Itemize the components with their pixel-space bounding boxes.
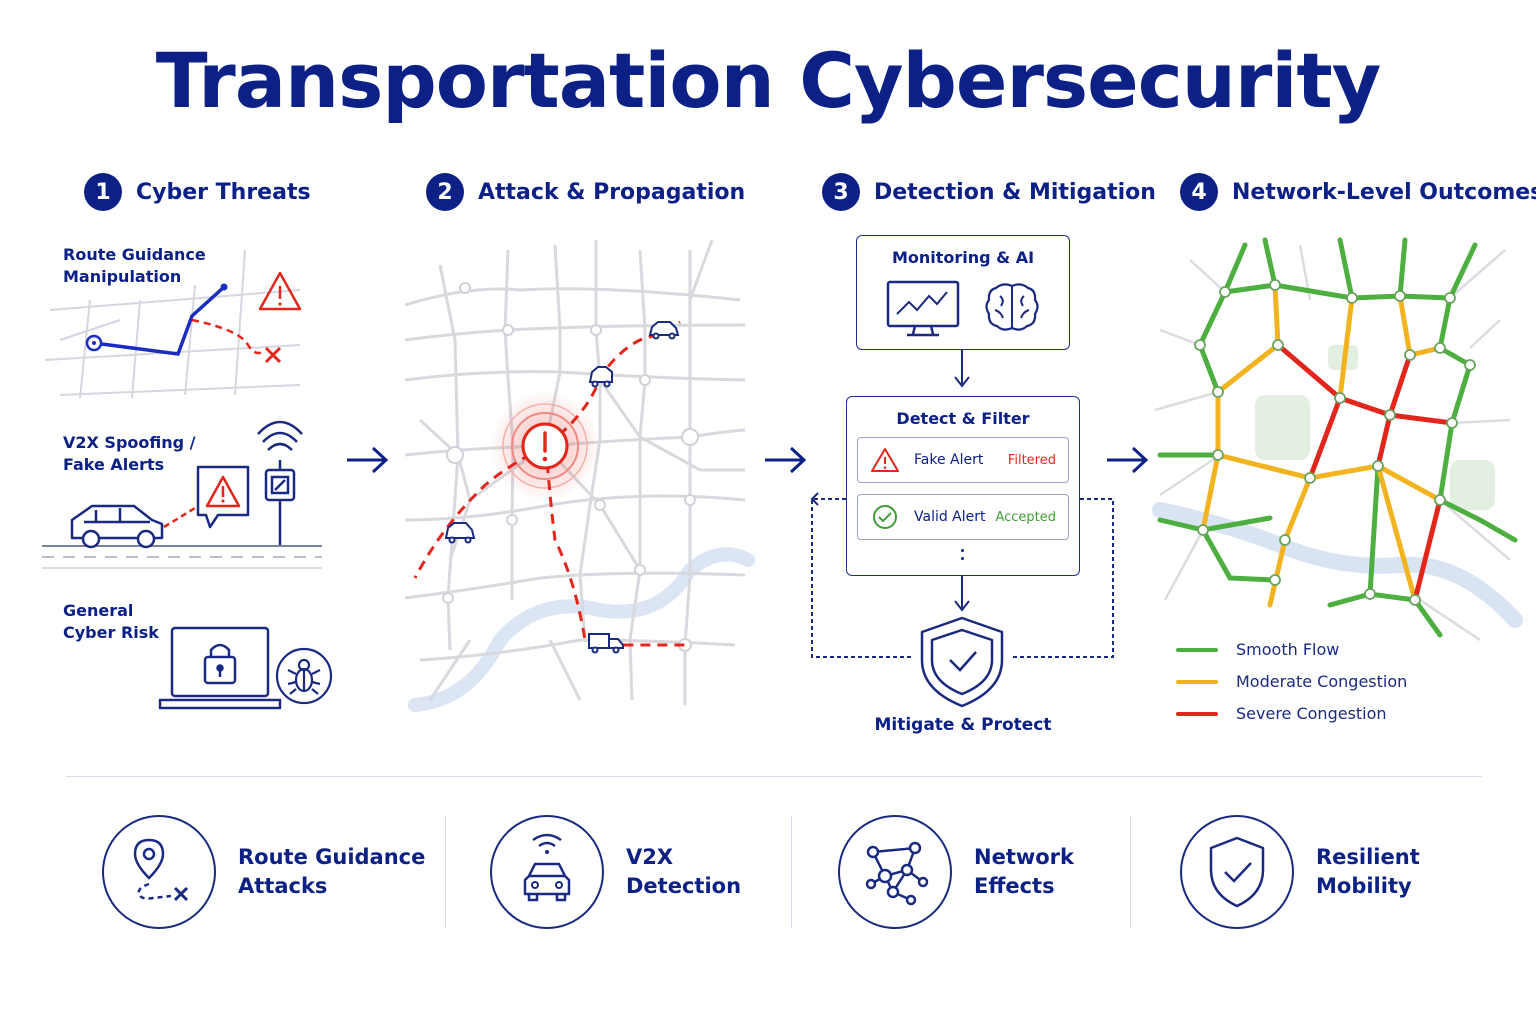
label-line: Route Guidance (63, 245, 206, 264)
flow-arrow-icon (347, 446, 389, 474)
bottom-icon-circle (1180, 815, 1294, 929)
severe-congestion-roads (1275, 342, 1455, 603)
route-map-illustration (44, 249, 301, 399)
traffic-network-illustration (1152, 237, 1523, 642)
legend-severe-congestion: Severe Congestion (1176, 704, 1387, 723)
section-label: Network-Level Outcomes (1232, 179, 1536, 205)
vehicle-icon (648, 321, 680, 340)
connected-car-icon (523, 833, 571, 902)
section-header-detection-mitigation: 3 Detection & Mitigation (822, 172, 1156, 212)
vertical-divider (791, 816, 792, 928)
bottom-icon-circle (490, 815, 604, 929)
label-line: V2X Spoofing / (63, 433, 196, 452)
bottom-label: Network Effects (974, 845, 1075, 898)
fake-alert-bubble-icon (196, 465, 250, 529)
bottom-label: Resilient Mobility (1316, 845, 1420, 898)
monitoring-ai-label: Monitoring & AI (891, 248, 1035, 267)
normal-route-line (93, 285, 226, 356)
label-line: Fake Alerts (63, 455, 165, 474)
section-header-network-outcomes: 4 Network-Level Outcomes (1180, 172, 1536, 212)
label-line: Manipulation (63, 267, 182, 286)
mitigate-protect-label: Mitigate & Protect (874, 715, 1052, 735)
fake-alert-label: Fake Alert (914, 452, 984, 468)
legend-label: Severe Congestion (1236, 704, 1387, 723)
vertical-divider (445, 816, 446, 928)
v2x-spoofing-label: V2X Spoofing / Fake Alerts (63, 432, 196, 476)
vehicle-icon (444, 522, 476, 544)
shield-check-icon (920, 616, 1004, 708)
legend-swatch (1176, 647, 1218, 652)
label-line: Cyber Risk (63, 623, 159, 642)
illustration-layer (42, 237, 1523, 712)
detection-flow-lines (810, 350, 1114, 658)
general-cyber-risk-label: General Cyber Risk (63, 600, 159, 644)
warning-triangle-icon (258, 271, 302, 311)
valid-alert-label: Valid Alert (914, 509, 986, 525)
bug-icon (275, 647, 333, 705)
spoofed-signal-line (163, 503, 201, 529)
network-graph-icon (865, 841, 929, 906)
legend-label: Moderate Congestion (1236, 672, 1408, 691)
section-label: Detection & Mitigation (874, 179, 1156, 205)
section-number: 3 (822, 173, 860, 211)
section-number: 2 (426, 173, 464, 211)
map-pin-route-icon (133, 838, 189, 902)
bottom-item-v2x-detection: V2X Detection (490, 812, 741, 932)
bottom-icon-circle (102, 815, 216, 929)
laptop-lock-icon (158, 626, 282, 710)
car-icon (70, 504, 164, 549)
legend-swatch (1176, 711, 1218, 716)
vertical-divider (1130, 816, 1131, 928)
manipulated-route-line (191, 318, 263, 355)
section-label: Attack & Propagation (478, 179, 746, 205)
route-manipulation-label: Route Guidance Manipulation (63, 244, 206, 288)
network-nodes (1194, 279, 1476, 606)
label-line: General (63, 601, 134, 620)
vehicle-icon (588, 366, 613, 388)
legend-swatch (1176, 679, 1218, 684)
section-header-cyber-threats: 1 Cyber Threats (84, 172, 311, 212)
more-items-dots (961, 549, 965, 560)
monitoring-ai-box: Monitoring & AI (856, 235, 1070, 350)
flow-arrow-icon (765, 446, 807, 474)
section-number: 4 (1180, 173, 1218, 211)
section-label: Cyber Threats (136, 179, 311, 205)
flow-arrow-icon (1107, 446, 1149, 474)
roadside-unit-icon (257, 420, 303, 545)
bottom-item-resilient-mobility: Resilient Mobility (1180, 812, 1420, 932)
legend-smooth-flow: Smooth Flow (1176, 640, 1339, 659)
bottom-icon-circle (838, 815, 952, 929)
truck-icon (588, 633, 624, 654)
road-illustration (42, 545, 322, 569)
brain-ai-icon (985, 283, 1039, 331)
section-divider (66, 776, 1482, 777)
legend-moderate-congestion: Moderate Congestion (1176, 672, 1407, 691)
bottom-item-route-guidance: Route Guidance Attacks (102, 812, 425, 932)
compromised-node-icon (521, 422, 569, 470)
x-mark-icon (264, 346, 282, 364)
legend-label: Smooth Flow (1236, 640, 1340, 659)
bottom-label: V2X Detection (626, 845, 742, 898)
accepted-status: Accepted (995, 509, 1056, 525)
valid-alert-row: Valid Alert Accepted (857, 494, 1069, 540)
detect-filter-label: Detect & Filter (896, 409, 1030, 428)
detect-filter-box: Detect & Filter Fake Alert Filtered Vali… (846, 396, 1080, 576)
shield-check-icon (1209, 836, 1265, 908)
bottom-item-network-effects: Network Effects (838, 812, 1074, 932)
warning-triangle-icon (871, 448, 899, 472)
section-number: 1 (84, 173, 122, 211)
route-end-icon (220, 283, 228, 291)
page-title: Transportation Cybersecurity (155, 36, 1382, 125)
fake-alert-row: Fake Alert Filtered (857, 437, 1069, 483)
section-header-attack-propagation: 2 Attack & Propagation (426, 172, 745, 212)
check-circle-icon (873, 505, 897, 529)
attack-map-illustration (404, 239, 755, 712)
bottom-label: Route Guidance Attacks (238, 845, 426, 898)
monitor-chart-icon (886, 280, 960, 337)
filtered-status: Filtered (1007, 452, 1056, 468)
